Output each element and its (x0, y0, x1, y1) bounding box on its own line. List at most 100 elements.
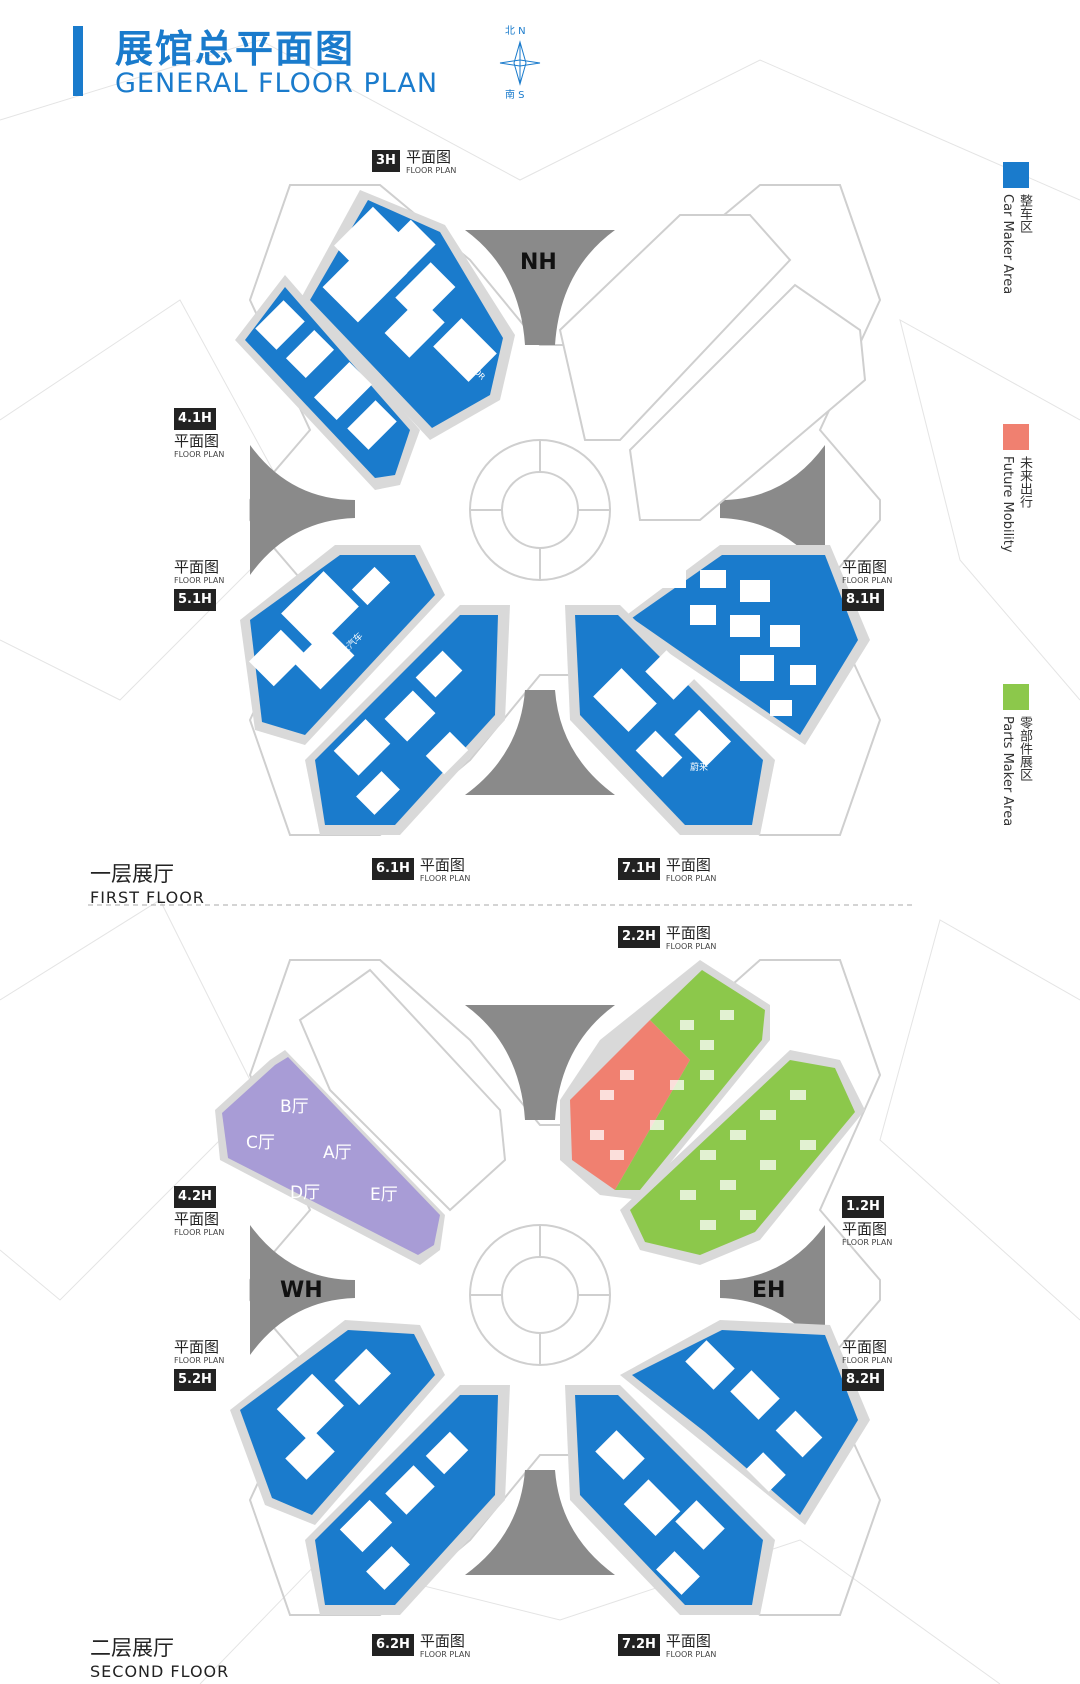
compass-south-label: 南 S (505, 90, 525, 101)
legend-parts-maker: 零部件展区 Parts Maker Area (1000, 684, 1032, 826)
plan-label-en: FLOOR PLAN (174, 1228, 225, 1237)
hub-west-first (250, 445, 355, 575)
second-floor-cn: 二层展厅 (90, 1636, 174, 1660)
legend-text-cn: 零部件展区 (1017, 716, 1032, 781)
second-floor-en: SECOND FLOOR (90, 1662, 230, 1681)
legend-car-maker: 整车区 Car Maker Area (1000, 162, 1032, 294)
hall-code: 5.2H (174, 1369, 216, 1391)
hall-code: 7.2H (618, 1634, 660, 1656)
legend-text-en: Future Mobility (1000, 456, 1015, 553)
legend-swatch-parts (1003, 684, 1029, 710)
hub-nh (465, 230, 615, 345)
legend-text-cn: 整车区 (1017, 194, 1032, 233)
plan-label-cn: 平面图 (665, 1632, 711, 1650)
plan-label-cn: 平面图 (419, 1632, 465, 1650)
hub-eh (720, 1225, 825, 1355)
hall-code: 8.1H (842, 589, 884, 611)
compass-north-label: 北 N (505, 26, 526, 37)
second-floor-central-plaza (469, 1224, 611, 1366)
hub-wh (250, 1225, 355, 1355)
plan-label-cn: 平面图 (665, 856, 711, 874)
hall-8-2h-map (620, 1320, 870, 1525)
plan-label-cn: 平面图 (405, 148, 451, 166)
legend-future-mobility: 未来出行 Future Mobility (1000, 424, 1032, 553)
hub-south-first (465, 690, 615, 795)
plan-label-en: FLOOR PLAN (174, 576, 225, 585)
hall-code: 8.2H (842, 1369, 884, 1391)
hall-code: 3H (372, 150, 400, 172)
first-floor-label: 一层展厅 FIRST FLOOR (90, 858, 205, 907)
hall-code: 5.1H (174, 589, 216, 611)
title-accent-bar (73, 26, 83, 96)
plan-label-cn: 平面图 (419, 856, 465, 874)
exhibitor-label: 宝马 (615, 703, 634, 713)
legend-swatch-car (1003, 162, 1029, 188)
plan-label-en: FLOOR PLAN (665, 874, 717, 883)
hall-code: 7.1H (618, 858, 660, 880)
hub-eh-label: EH (752, 1278, 786, 1303)
hall-6-1h-map (305, 605, 510, 835)
plan-label-cn: 平面图 (842, 558, 888, 576)
meeting-hall-d: D厅 (290, 1183, 321, 1203)
plan-label-en: FLOOR PLAN (405, 166, 457, 175)
legend-text-en: Parts Maker Area (1000, 716, 1015, 827)
exhibitor-label: 奥迪 (305, 607, 324, 617)
compass-icon (499, 40, 541, 86)
meeting-hall-c: C厅 (246, 1133, 275, 1153)
legend-text-en: Car Maker Area (1000, 194, 1015, 295)
first-floor-map (235, 184, 882, 836)
hall-code: 6.1H (372, 858, 414, 880)
meeting-hall-e: E厅 (370, 1185, 398, 1205)
hall-code: 1.2H (842, 1196, 884, 1218)
hub-nh-label: NH (520, 250, 557, 275)
hall-5-2h-map (230, 1320, 445, 1525)
plan-label-en: FLOOR PLAN (842, 1356, 893, 1365)
plan-label-en: FLOOR PLAN (842, 1238, 893, 1247)
plan-label-en: FLOOR PLAN (665, 1650, 717, 1659)
background-network (0, 39, 1080, 1684)
plan-label-cn: 平面图 (842, 1338, 888, 1356)
exhibitor-label: 别克 (412, 289, 431, 299)
hall-7-2h-map (565, 1385, 775, 1615)
hall-code: 6.2H (372, 1634, 414, 1656)
hall-code: 4.2H (174, 1186, 216, 1208)
hall-8-1h-map (620, 545, 870, 745)
exhibitor-label: 蔚来 (690, 763, 709, 773)
hall-1-2h-map (620, 1050, 865, 1265)
hall-7-1h-map (565, 605, 775, 835)
meeting-hall-b: B厅 (280, 1097, 309, 1117)
hub-wh-label: WH (280, 1278, 323, 1303)
second-floor-map (215, 959, 882, 1616)
hub-east-first (720, 445, 825, 575)
hub-north-second (465, 1005, 615, 1120)
hall-code: 4.1H (174, 408, 216, 430)
page-title: 展馆总平面图 (115, 27, 356, 71)
hall-code: 2.2H (618, 926, 660, 948)
legend-swatch-future (1003, 424, 1029, 450)
hall-4-2h-map (215, 1050, 445, 1265)
first-floor-cn: 一层展厅 (90, 862, 174, 886)
plan-label-en: FLOOR PLAN (419, 1650, 471, 1659)
hall-4-1h-map (235, 275, 420, 490)
first-floor-ne-halls (558, 214, 867, 521)
plan-label-cn: 平面图 (842, 1220, 888, 1238)
hall-2-2h-map (560, 960, 770, 1200)
plan-label-en: FLOOR PLAN (174, 1356, 225, 1365)
second-floor-label: 二层展厅 SECOND FLOOR (90, 1632, 229, 1681)
second-floor-nw-hall (298, 968, 507, 1212)
plan-label-en: FLOOR PLAN (842, 576, 893, 585)
hall-6-2h-map (305, 1385, 510, 1615)
plan-label-cn: 平面图 (174, 1210, 220, 1228)
